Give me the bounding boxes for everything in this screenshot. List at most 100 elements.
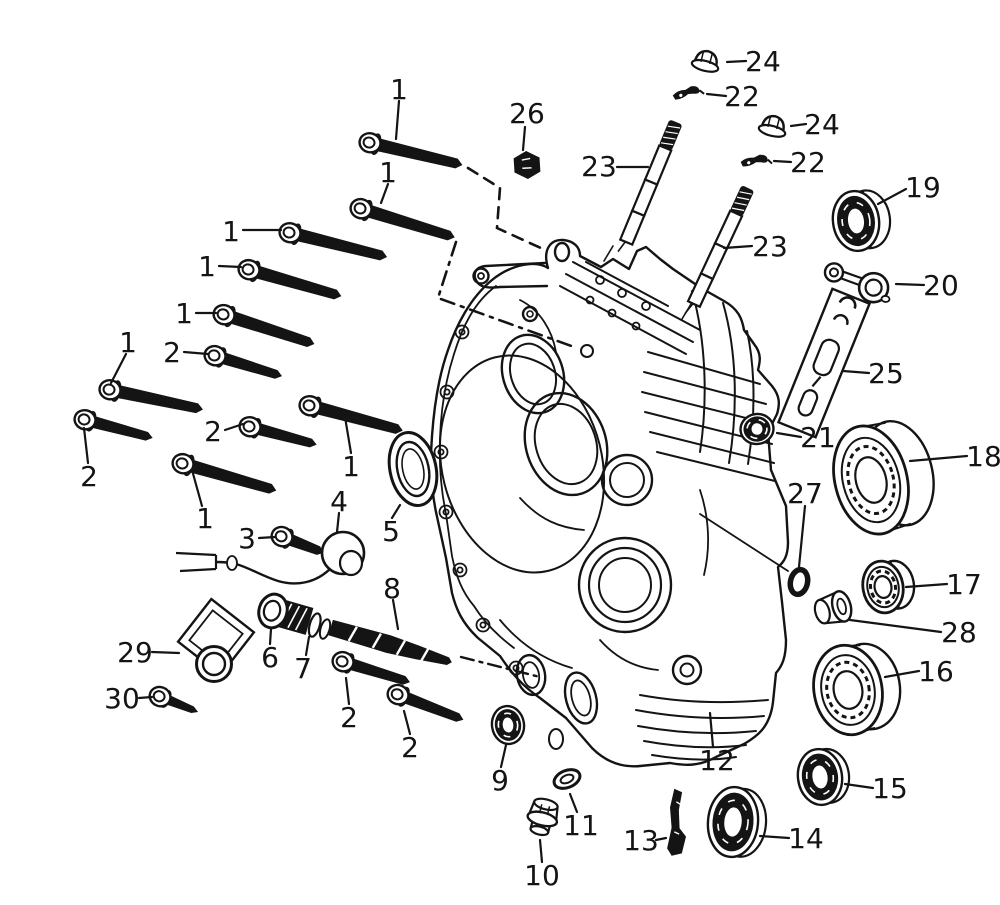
part-number-label: 2 [401,731,419,764]
part-number-label: 1 [342,450,360,483]
leader-line [499,743,508,769]
leader-line [223,422,245,432]
callout-13-24: 13 [623,824,668,857]
leader-line [521,125,527,152]
part-number-label: 1 [196,502,214,535]
part-number-label: 17 [946,568,982,601]
part-number-label: 2 [204,415,222,448]
mount-arm [473,261,549,289]
part-number-label: 20 [923,269,959,302]
part-number-label: 14 [788,822,824,855]
cover-profile [438,354,606,574]
leader-line [722,244,754,250]
part-number-label: 19 [905,171,941,204]
part-number-label: 24 [804,108,840,141]
callout-22-39: 22 [705,80,760,113]
callout-1-4: 1 [175,297,218,330]
callout-20-35: 20 [894,269,959,302]
spacer-axis-line [699,513,789,572]
part-number-label: 1 [198,250,216,283]
part-number-label: 11 [563,809,599,842]
part-clip-22b [740,154,773,167]
part-bolt-1h [171,452,277,494]
part-seal-9 [490,704,526,746]
leader-line [82,426,90,465]
leader-line [908,454,969,463]
leader-line [182,350,210,356]
leader-line [190,468,204,508]
part-bearing-17 [861,559,916,615]
callout-1-10: 1 [190,468,214,535]
part-bolt-1c [278,221,388,261]
part-stud-23a [617,120,682,253]
part-number-label: 22 [790,146,826,179]
part-seal-15 [796,747,851,807]
callout-17-29: 17 [904,568,982,601]
callout-27-32: 27 [787,477,823,569]
part-bolt-3 [270,525,325,555]
part-number-label: 1 [119,326,137,359]
callout-1-9: 1 [342,415,360,483]
cooling-fins-bottom [635,694,769,761]
leader-line [402,709,412,736]
leader-line [538,838,544,864]
leader-line [344,676,351,706]
callout-29-14: 29 [117,636,181,669]
leader-line [883,669,921,679]
callout-23-37: 23 [581,150,650,183]
callout-1-1: 1 [379,156,397,205]
callout-21-33: 21 [775,421,836,454]
callout-2-19: 2 [340,676,358,734]
callout-12-25: 12 [699,711,735,777]
callout-15-27: 15 [843,772,908,805]
part-key-13 [667,788,686,856]
leader-line [789,122,808,128]
parts-layer [73,49,935,859]
part-bolt-2e [386,683,464,722]
part-bolt-2c [238,415,317,448]
part-number-label: 1 [222,215,240,248]
part-number-label: 13 [623,824,659,857]
leader-line [797,504,807,569]
part-oring-27 [787,566,811,598]
part-number-label: 16 [918,655,954,688]
part-number-label: 4 [330,485,348,518]
part-stud-23b [684,186,754,314]
part-seal-19 [831,189,892,253]
part-bearing-16 [812,642,902,737]
part-bolt-1d [237,258,342,300]
part-capnut-24a [690,49,720,73]
part-grommet-29 [176,597,256,683]
callout-10-22: 10 [524,838,560,892]
part-plug-10 [526,797,559,837]
callout-22-40: 22 [772,146,826,179]
part-seal-21 [739,412,775,446]
callout-2-6: 2 [163,336,210,369]
part-number-label: 8 [383,572,401,605]
part-clip-22a [672,86,705,100]
stud-a-tip-line [603,245,614,262]
part-number-label: 1 [390,73,408,106]
part-bolt-2d [331,650,410,685]
callout-8-18: 8 [383,572,401,631]
part-bush-28 [813,590,853,625]
part-number-label: 18 [966,440,1000,473]
leader-line [772,159,793,164]
alignment-dashes [466,166,545,251]
part-bolt-30 [148,685,199,713]
leader-line [391,598,400,631]
leader-line [390,503,402,520]
callout-11-23: 11 [563,792,599,842]
part-seal-5 [387,430,439,508]
cooling-fins-diagonal [641,351,776,482]
leader-line [876,187,908,206]
leader-line [379,182,390,205]
leader-line [841,369,871,375]
part-number-label: 15 [872,772,908,805]
leader-line [705,92,728,98]
callout-4-12: 4 [330,485,348,534]
part-breather-4 [175,530,366,585]
callout-14-26: 14 [758,822,824,855]
part-number-label: 2 [80,460,98,493]
